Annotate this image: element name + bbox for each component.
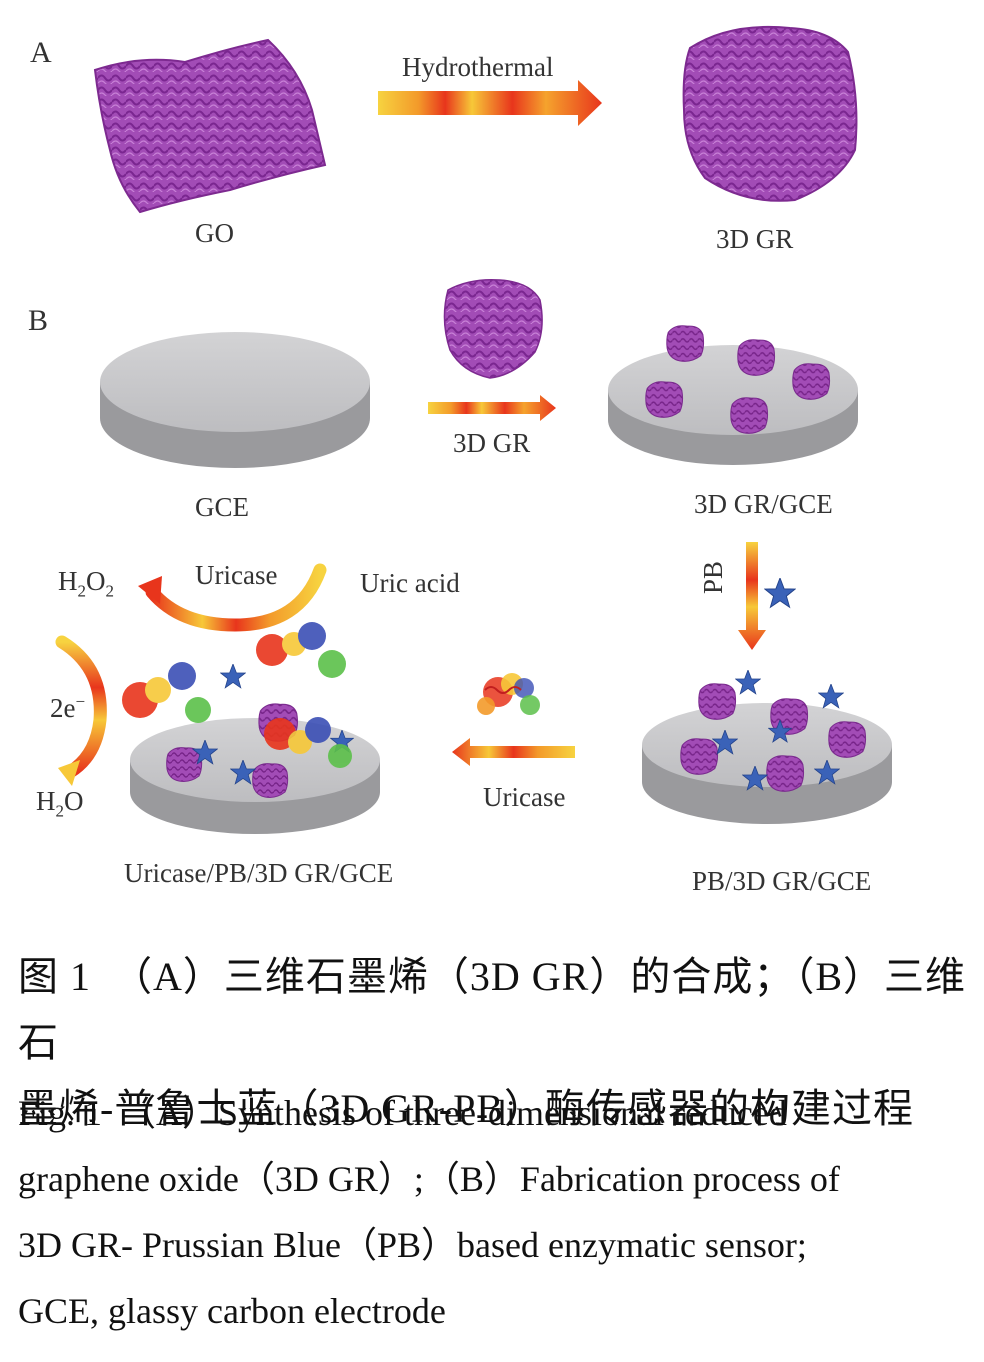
caption-cn: 图 1 （A）三维石墨烯（3D GR）的合成；（B）三维石 墨烯-普鲁士蓝（3D… — [18, 944, 968, 1142]
caption-en: Fig. 1 （A）Synthesis of three-dimensional… — [18, 1080, 968, 1344]
electrons-label: 2e− — [50, 692, 86, 723]
gce-label: GCE — [195, 492, 249, 522]
h2o2-label: H2O2 — [58, 566, 114, 601]
uricase-curve-arrow — [145, 563, 327, 632]
electron-curve-arrow — [55, 635, 107, 779]
panel-b — [55, 278, 892, 834]
gr3d-cube-small — [443, 278, 543, 379]
gr-arrow-label: 3D GR — [453, 428, 531, 458]
panel-a-label: A — [30, 36, 52, 69]
pb-gr-gce-electrode — [642, 670, 892, 824]
gr-gce-label: 3D GR/GCE — [694, 489, 833, 519]
hydrothermal-arrow — [378, 80, 602, 126]
pb-arrow — [738, 542, 766, 650]
gr3d-label: 3D GR — [716, 224, 794, 254]
caption-cn-line2: 墨烯-普鲁士蓝（3D GR-PB）酶传感器的构建过程 — [18, 1086, 915, 1131]
final-electrode-label: Uricase/PB/3D GR/GCE — [124, 858, 394, 888]
pb-arrow-label: PB — [698, 560, 728, 594]
pb-star-icon — [764, 578, 796, 608]
caption-en-line2: graphene oxide（3D GR）;（B）Fabrication pro… — [18, 1159, 840, 1199]
caption-en-line1: Fig. 1 （A）Synthesis of three-dimensional… — [18, 1093, 787, 1133]
caption-en-line3: 3D GR- Prussian Blue（PB）based enzymatic … — [18, 1225, 807, 1265]
h2o-label: H2O — [36, 786, 84, 821]
uricase-pb-gr-gce-electrode — [122, 622, 380, 834]
uricase-enzyme-small — [477, 673, 540, 715]
cycle-uricase-label: Uricase — [195, 560, 278, 590]
uricase-arrow-label: Uricase — [483, 782, 566, 812]
uricase-arrow — [452, 738, 575, 766]
caption-en-line4: GCE, glassy carbon electrode — [18, 1291, 446, 1331]
hydrothermal-label: Hydrothermal — [402, 52, 554, 82]
panel-a — [93, 25, 858, 214]
uric-acid-label: Uric acid — [360, 568, 460, 598]
panel-b-label: B — [28, 304, 49, 337]
caption-cn-line1: 图 1 （A）三维石墨烯（3D GR）的合成；（B）三维石 — [18, 954, 967, 1065]
go-sheet — [93, 38, 327, 214]
pb-gr-gce-label: PB/3D GR/GCE — [692, 866, 872, 896]
gce-electrode — [100, 332, 370, 468]
figure: A B Hydrothermal GO 3D GR GCE 3D GR 3D G… — [28, 25, 892, 896]
go-label: GO — [195, 218, 234, 248]
gr3d-cube — [682, 25, 858, 202]
gr-deposit-arrow — [428, 395, 556, 421]
gr-gce-electrode — [608, 325, 858, 465]
figure-graphic — [55, 25, 892, 834]
